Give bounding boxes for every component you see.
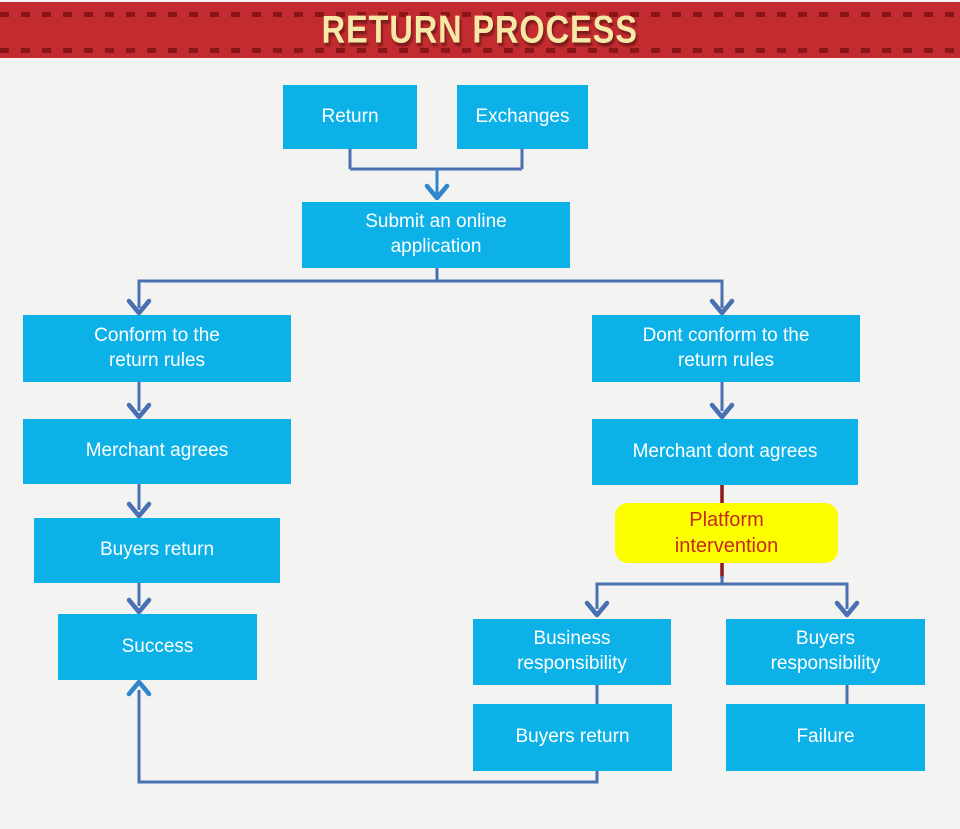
- node-submit-application: Submit an online application: [302, 202, 570, 268]
- connector-submit-branch: [137, 279, 724, 308]
- arrowhead-into-buyers-resp: [834, 600, 860, 618]
- node-return: Return: [283, 85, 417, 149]
- arrowhead-into-dont-conform: [709, 298, 735, 316]
- node-buyers-return-2: Buyers return: [473, 704, 672, 771]
- dashed-line-top: [0, 12, 960, 17]
- node-merchant-dont-agrees: Merchant dont agrees: [592, 419, 858, 485]
- node-conform-rules: Conform to the return rules: [23, 315, 291, 382]
- node-success: Success: [58, 614, 257, 680]
- node-dont-conform-rules: Dont conform to the return rules: [592, 315, 860, 382]
- arrowhead-into-business-resp: [584, 600, 610, 618]
- connector-feedback-loop: [137, 690, 599, 784]
- node-failure: Failure: [726, 704, 925, 771]
- arrowhead-into-merchant-agrees: [126, 402, 152, 420]
- node-platform-intervention: Platform intervention: [615, 503, 838, 563]
- connector-return-exchanges-merge: [348, 149, 524, 171]
- page-title: RETURN PROCESS: [321, 7, 639, 51]
- arrowhead-into-success: [126, 597, 152, 615]
- arrowhead-into-buyers-return: [126, 501, 152, 519]
- arrowhead-into-submit: [424, 183, 450, 201]
- dashed-line-bottom: [0, 48, 960, 53]
- node-exchanges: Exchanges: [457, 85, 588, 149]
- node-buyers-return: Buyers return: [34, 518, 280, 583]
- arrowhead-into-merchant-dont: [709, 402, 735, 420]
- node-business-responsibility: Business responsibility: [473, 619, 671, 685]
- arrowhead-into-conform: [126, 298, 152, 316]
- node-merchant-agrees: Merchant agrees: [23, 419, 291, 484]
- connector-platform-branch: [595, 582, 849, 609]
- arrowhead-up-into-success: [126, 679, 152, 697]
- header-banner: RETURN PROCESS: [0, 2, 960, 58]
- node-buyers-responsibility: Buyers responsibility: [726, 619, 925, 685]
